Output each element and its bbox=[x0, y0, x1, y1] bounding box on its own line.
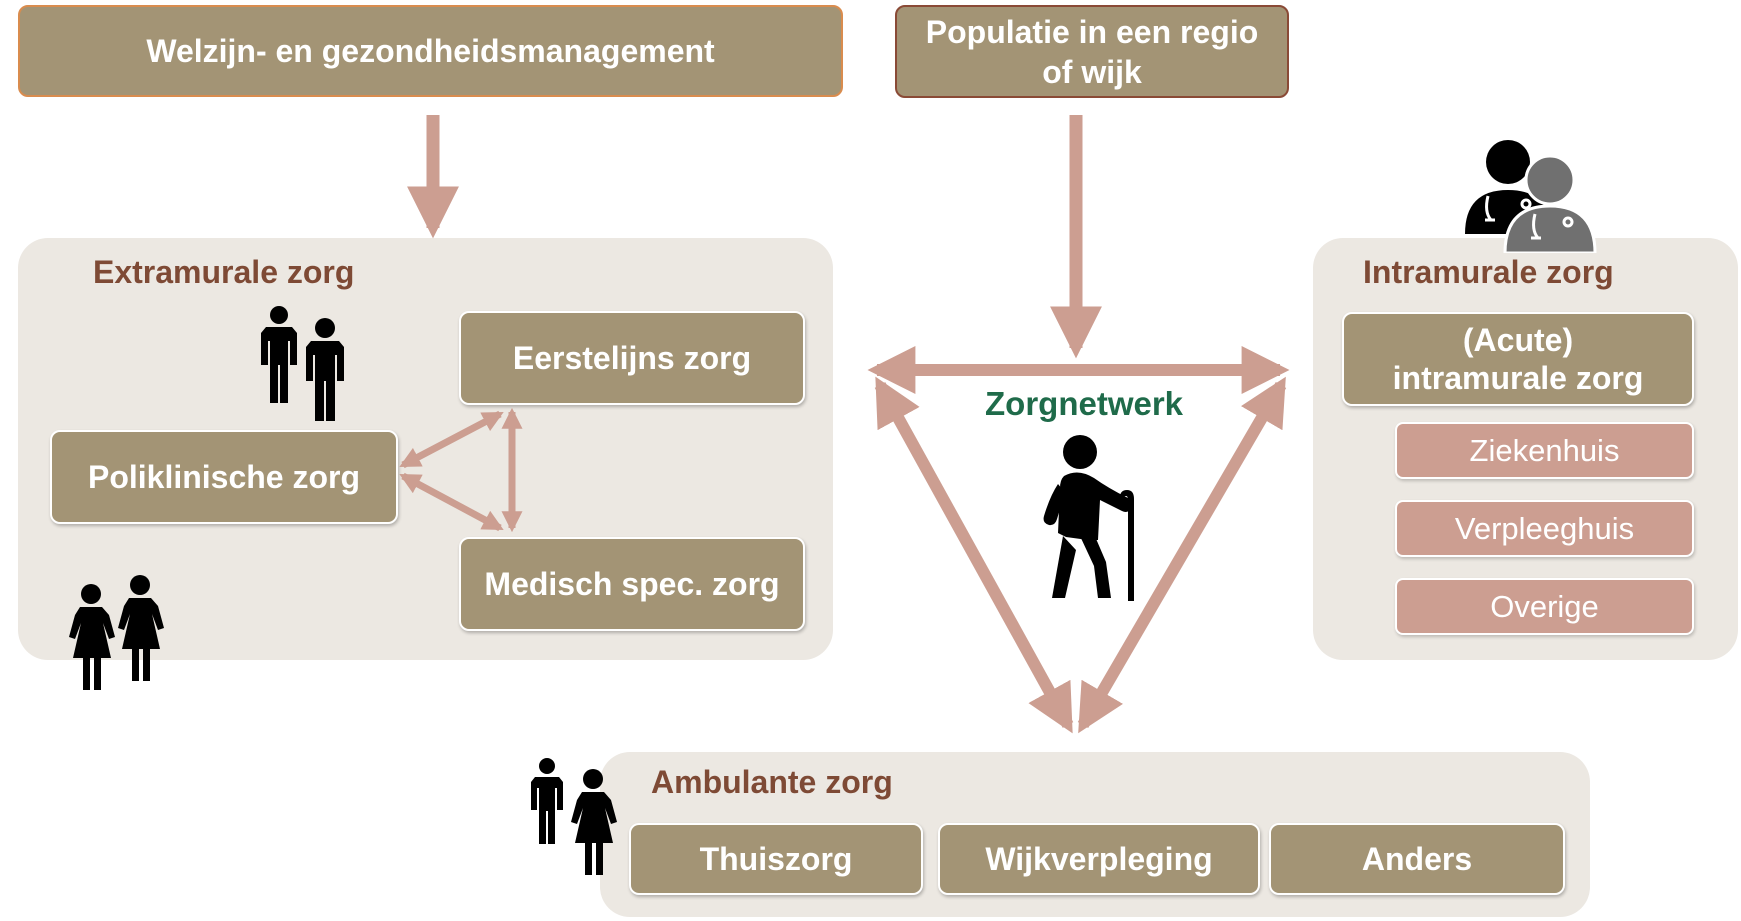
welzijn-label: Welzijn- en gezondheidsmanagement bbox=[146, 33, 715, 69]
arrow-poli-medisch bbox=[399, 472, 504, 532]
ambulant-item-label: Wijkverpleging bbox=[985, 840, 1213, 877]
ambulant-item-wijkverpleging: Wijkverpleging bbox=[938, 823, 1260, 895]
extramural-heading: Extramurale zorg bbox=[93, 254, 355, 290]
populatie-box: Populatie in een regio of wijk bbox=[895, 5, 1289, 98]
populatie-label-line2: of wijk bbox=[1042, 53, 1142, 90]
arrow-poli-eerstelijns bbox=[399, 410, 504, 469]
man-woman-icon bbox=[531, 758, 617, 875]
acute-box: (Acute) intramurale zorg bbox=[1342, 312, 1694, 406]
elderly-person-icon bbox=[1043, 435, 1134, 601]
intramural-item-overige: Overige bbox=[1395, 578, 1694, 635]
two-men-icon bbox=[261, 306, 344, 421]
ambulant-heading: Ambulante zorg bbox=[651, 764, 893, 800]
doctors-icon bbox=[1465, 140, 1597, 253]
medisch-box: Medisch spec. zorg bbox=[459, 537, 805, 631]
ambulant-item-anders: Anders bbox=[1269, 823, 1565, 895]
intramural-item-ziekenhuis: Ziekenhuis bbox=[1395, 422, 1694, 479]
eerstelijns-box: Eerstelijns zorg bbox=[459, 311, 805, 405]
eerstelijns-label: Eerstelijns zorg bbox=[512, 339, 752, 376]
intramural-item-label: Overige bbox=[1490, 588, 1599, 624]
medisch-label: Medisch spec. zorg bbox=[484, 565, 780, 602]
two-women-icon bbox=[69, 575, 164, 690]
intramural-item-label: Verpleeghuis bbox=[1454, 510, 1635, 546]
poliklinisch-box: Poliklinische zorg bbox=[50, 430, 398, 524]
ambulant-item-label: Thuiszorg bbox=[699, 840, 853, 877]
populatie-label-line1: Populatie in een regio bbox=[925, 13, 1259, 50]
acute-label-line2: intramurale zorg bbox=[1392, 360, 1644, 396]
acute-label-line1: (Acute) bbox=[1462, 321, 1574, 358]
poliklinisch-label: Poliklinische zorg bbox=[87, 458, 361, 495]
arrow-intramural-ambulant bbox=[1077, 376, 1287, 734]
arrow-extramural-ambulant bbox=[874, 376, 1074, 734]
ambulant-item-label: Anders bbox=[1361, 840, 1473, 877]
ambulant-item-thuiszorg: Thuiszorg bbox=[629, 823, 923, 895]
intramural-heading: Intramurale zorg bbox=[1363, 254, 1614, 290]
intramural-item-label: Ziekenhuis bbox=[1469, 432, 1620, 468]
welzijn-box: Welzijn- en gezondheidsmanagement bbox=[18, 5, 843, 97]
intramural-item-verpleeghuis: Verpleeghuis bbox=[1395, 500, 1694, 557]
